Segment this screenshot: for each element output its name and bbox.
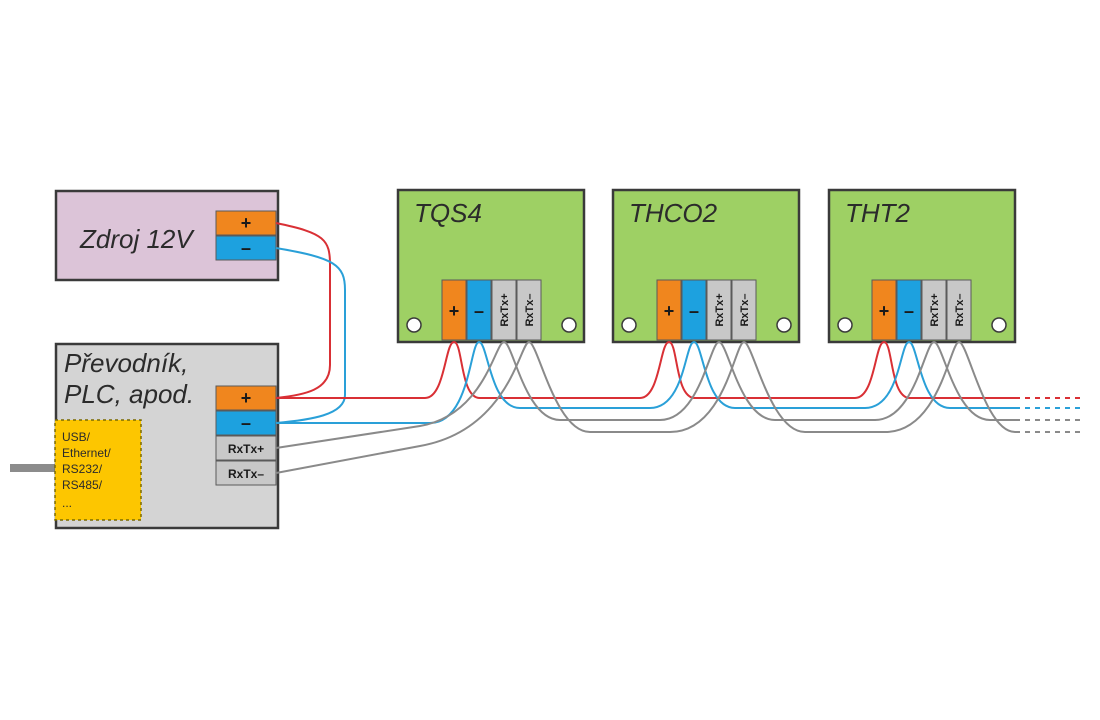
module-tqs4-rxtx-minus-terminal [516,279,542,341]
mounting-hole [406,317,422,333]
supply-minus-label: – [241,238,251,258]
module-thco2-rxtx-plus-label: RxTx+ [714,293,726,326]
module-tht2-minus-label: – [904,301,914,321]
module-thco2-minus-terminal [681,279,707,341]
bus-plus-wire [276,340,1015,399]
converter-label-line2: PLC, apod. [64,379,194,409]
module-tht2-rxtx-plus-terminal [921,279,947,341]
module-tqs4-plus-label: + [449,301,460,321]
supply-plus-label: + [241,213,252,233]
module-thco2-plus-label: + [664,301,675,321]
module-tht2-rxtx-plus-label: RxTx+ [929,293,941,326]
mounting-hole [991,317,1007,333]
mounting-hole [837,317,853,333]
module-tht2-rxtx-minus-label: RxTx– [954,293,966,326]
supply-minus-terminal [215,235,277,261]
interface-line-5: ... [62,496,72,510]
module-tqs4-label: TQS4 [414,198,482,228]
supply-plus-terminal [215,210,277,236]
converter-rxtx-minus-label: RxTx– [228,467,264,481]
power-supply-label: Zdroj 12V [79,224,195,254]
module-tht2: THT2 + – RxTx+ RxTx– [827,188,1017,344]
module-tqs4-minus-terminal [466,279,492,341]
bus-minus-wire [276,340,1015,424]
module-thco2-rxtx-plus-terminal [706,279,732,341]
module-thco2-label: THCO2 [629,198,718,228]
mounting-hole [621,317,637,333]
module-thco2-plus-terminal [656,279,682,341]
module-thco2: THCO2 + – RxTx+ RxTx– [611,188,801,344]
module-tqs4-rxtx-minus-label: RxTx– [524,293,536,326]
module-thco2-minus-label: – [689,301,699,321]
module-tht2-plus-terminal [871,279,897,341]
converter-minus-label: – [241,413,251,433]
bus-rxtx-minus-wire [275,340,1016,474]
module-tht2-label: THT2 [845,198,911,228]
power-supply: Zdroj 12V + – [54,189,280,282]
interface-line-4: RS485/ [62,478,103,492]
wiring [275,222,1085,474]
module-tqs4: TQS4 + – RxTx+ RxTx– [396,188,586,344]
converter-rxtx-plus-terminal [215,435,277,461]
module-tht2-minus-terminal [896,279,922,341]
supply-plus-wire [275,222,331,399]
mounting-hole [561,317,577,333]
interface-line-2: Ethernet/ [62,446,111,460]
bus-rxtx-plus-wire [275,340,1015,449]
interface-box [54,419,142,521]
module-tqs4-plus-terminal [441,279,467,341]
module-tqs4-rxtx-plus-label: RxTx+ [499,293,511,326]
interface-line-1: USB/ [62,430,91,444]
converter-rxtx-minus-terminal [215,460,277,486]
converter: Převodník, PLC, apod. USB/ Ethernet/ RS2… [54,342,280,530]
module-thco2-rxtx-minus-label: RxTx– [739,293,751,326]
module-tqs4-minus-label: – [474,301,484,321]
supply-minus-wire [275,247,346,424]
converter-label-line1: Převodník, [64,348,188,378]
module-tht2-rxtx-minus-terminal [946,279,972,341]
module-thco2-rxtx-minus-terminal [731,279,757,341]
mounting-hole [776,317,792,333]
converter-plus-label: + [241,388,252,408]
input-cable [10,464,56,472]
interface-line-3: RS232/ [62,462,103,476]
module-tht2-plus-label: + [879,301,890,321]
converter-rxtx-plus-label: RxTx+ [228,442,264,456]
module-tqs4-rxtx-plus-terminal [491,279,517,341]
